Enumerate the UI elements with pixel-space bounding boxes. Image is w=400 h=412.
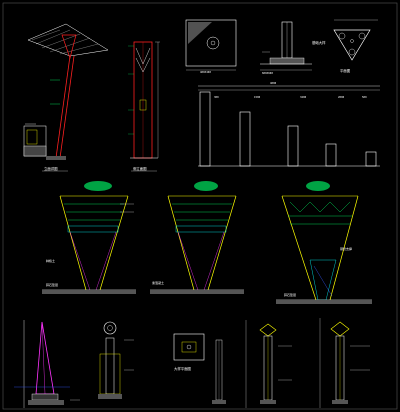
bar-elevation: 4000 300 1500 3200 2000 500 [198,81,380,167]
dim-elev-total: 4000 [270,81,277,85]
caption-footing-note: 基础大样 [312,40,326,45]
tall-tower-elevation: 侧立面图 [128,41,160,172]
caption-small-plan: 大样平面图 [174,366,192,371]
dim-bottom-base: 600X600 [262,71,273,75]
bar-height-5: 500 [362,95,367,99]
planter-section-1: 种植土 碎石垫层 [42,181,136,294]
label-concrete-2: 素混凝土 [152,280,164,285]
inclined-pole-elevation: 立面详图 [23,23,109,172]
label-leader-3: 钢管支撑 [340,246,352,251]
label-gravel-1: 碎石垫层 [46,282,58,287]
label-gravel-3: 碎石垫层 [284,292,296,297]
label-soil-1: 种植土 [46,258,55,263]
planter-section-2: 素混凝土 [150,181,244,294]
caption-triangle-plan: 平面图 [340,68,351,73]
slim-post-elevation [212,320,247,408]
bar-height-1: 300 [214,95,219,99]
obelisk-elevation [14,320,80,408]
small-plan: 大样平面图 [173,333,205,371]
diamond-capped-column-2 [319,318,370,408]
triangle-plan: 平面图 [333,19,378,73]
dim-top-square: 400X400 [200,70,211,74]
caption-side-view-right: 侧立面图 [133,166,147,171]
diamond-capped-column-1 [259,323,292,404]
caption-side-view-left: 立面详图 [44,166,58,171]
bar-height-3: 3200 [300,95,307,99]
top-square-plan: 400X400 [185,19,237,74]
bar-height-2: 1500 [254,95,261,99]
planter-section-3: 碎石垫层 钢管支撑 [276,181,372,304]
footing-section: 600X600 基础大样 [260,21,326,75]
bar-height-4: 2000 [338,95,345,99]
ring-post-elevation [98,321,134,399]
